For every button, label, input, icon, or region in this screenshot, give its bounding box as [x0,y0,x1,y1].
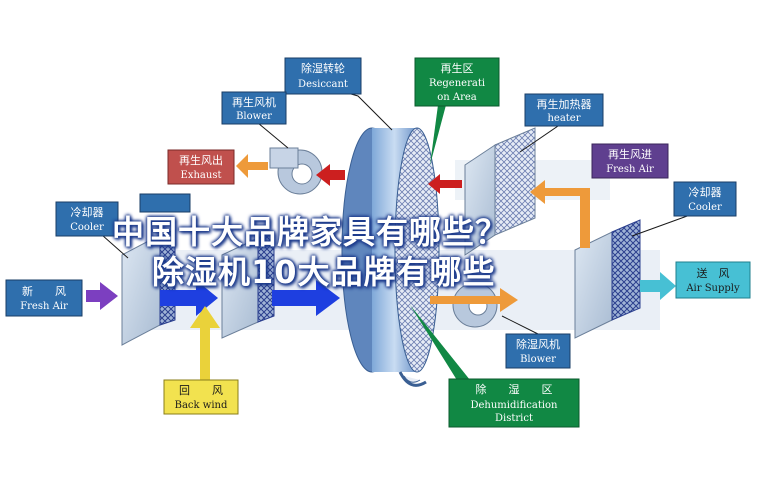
regen-area-pointer [430,105,446,165]
label-air-supply-en: Air Supply [685,283,740,294]
label-dehum-district-cn: 除 湿 区 [476,382,553,396]
regen-blower [269,147,323,195]
regen-heater [464,127,536,256]
label-fresh-air: 新 风 Fresh Air [5,279,83,317]
label-air-supply-cn: 送 风 [697,266,730,280]
label-cooler-right: 冷却器 Cooler [673,181,737,217]
arrow-blue-2 [272,280,340,316]
label-back-wind: 回 风 Back wind [163,379,239,415]
label-dehum-blower: 除湿风机 Blower [505,333,571,369]
label-air-supply: 送 风 Air Supply [675,261,751,299]
label-regen-exhaust-en: Exhaust [181,170,222,181]
label-fresh-air-en: Fresh Air [20,301,68,312]
label-regen-fresh-air: 再生风进 Fresh Air [591,143,669,179]
label-regen-area-en2: on Area [437,92,477,103]
label-cooler-right-en: Cooler [688,202,722,213]
desiccant-wheel [341,127,440,387]
label-cooler-right-cn: 冷却器 [689,186,722,199]
label-back-wind-en: Back wind [175,400,228,411]
label-dehum-district: 除 湿 区 Dehumidification District [448,378,580,428]
arrow-regen-in [530,180,590,248]
label-regen-heater: 再生加热器 heater [524,93,604,127]
label-cooler-center-partial [139,193,191,213]
label-regen-exhaust-cn: 再生风出 [179,153,223,167]
arrow-supply-out [640,272,676,300]
headline-line-1: 中国十大品牌家具有哪些？ [112,213,509,251]
label-regen-heater-cn: 再生加热器 [537,97,592,111]
arrow-fresh-air-in [86,282,118,310]
label-regen-area: 再生区 Regenerati on Area [414,57,500,107]
headline-overlay: 中国十大品牌家具有哪些？ 除湿机10大品牌有哪些 [112,212,652,292]
label-dehum-blower-cn: 除湿风机 [516,337,560,351]
label-cooler-left-en: Cooler [70,222,104,233]
left-cooler-unit [121,229,176,346]
arrow-heater-to-wheel [428,174,462,194]
label-cooler-left-cn: 冷却器 [71,206,104,219]
label-dehum-blower-en: Blower [520,354,556,365]
label-regen-blower: 再生风机 Blower [221,91,287,125]
label-regen-area-en1: Regenerati [429,78,485,89]
label-dehum-district-en2: District [495,413,533,424]
dehum-area-pointer [410,305,470,385]
center-cooler-unit [221,231,275,339]
right-cooler-unit [574,219,641,339]
label-desiccant-en: Desiccant [298,79,348,90]
arrow-dehum-flow [430,288,518,312]
arrow-blue-1 [160,280,218,316]
label-cooler-left: 冷却器 Cooler [55,201,119,237]
label-regen-exhaust: 再生风出 Exhaust [167,149,235,185]
label-desiccant: 除湿转轮 Desiccant [284,57,362,95]
label-regen-heater-en: heater [547,113,580,124]
label-regen-fresh-air-en: Fresh Air [606,164,654,175]
label-regen-blower-cn: 再生风机 [232,95,276,109]
arrow-exhaust [236,154,268,178]
arrow-back-wind [190,306,220,380]
label-regen-blower-en: Blower [236,111,272,122]
arrow-wheel-to-blower [316,164,345,186]
label-desiccant-cn: 除湿转轮 [301,61,345,75]
label-fresh-air-cn: 新 风 [22,284,66,298]
label-regen-fresh-air-cn: 再生风进 [608,147,652,161]
headline-line-2: 除湿机10大品牌有哪些 [152,253,496,291]
label-back-wind-cn: 回 风 [179,384,223,397]
label-dehum-district-en1: Dehumidification [470,400,558,411]
label-regen-area-cn: 再生区 [441,61,474,75]
